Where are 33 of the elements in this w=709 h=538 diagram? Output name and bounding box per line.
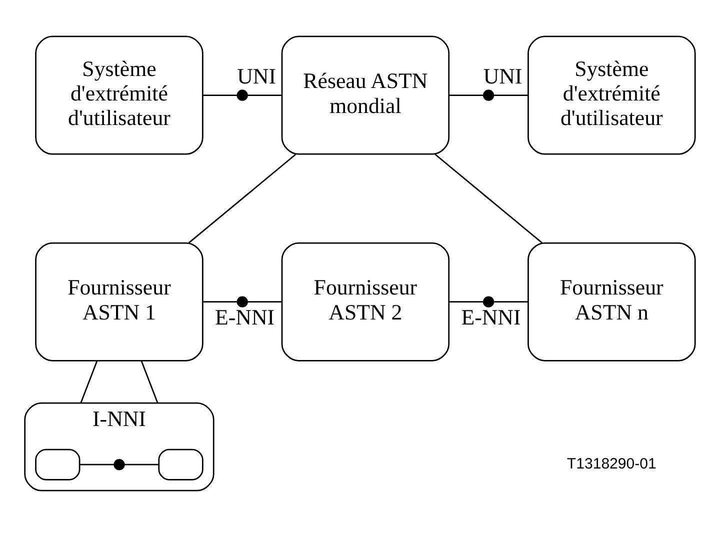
connector <box>449 301 484 303</box>
node-box <box>158 448 204 480</box>
connector <box>80 360 98 404</box>
connector <box>434 154 542 244</box>
node-box: Système d'extrémité d'utilisateur <box>35 36 204 155</box>
connector <box>202 94 238 96</box>
node-box <box>35 448 80 480</box>
connector <box>449 94 484 96</box>
node-box: Fournisseur ASTN 1 <box>35 242 204 362</box>
node-box: Système d'extrémité d'utilisateur <box>528 36 696 155</box>
connector <box>140 360 158 404</box>
connector <box>202 301 238 303</box>
node-box: Fournisseur ASTN 2 <box>281 242 450 362</box>
node-label: UNI <box>483 64 522 88</box>
node-circle <box>114 459 125 470</box>
node-label: UNI <box>237 64 276 88</box>
node-box: Fournisseur ASTN n <box>528 242 696 362</box>
node-circle <box>482 296 494 308</box>
node-circle <box>236 90 248 101</box>
node-circle <box>236 296 248 308</box>
connector <box>124 464 159 466</box>
node-box: Réseau ASTN mondial <box>281 36 450 155</box>
node-label: E-NNI <box>461 305 521 330</box>
cluster: I-NNI <box>24 402 214 492</box>
connector <box>80 464 114 466</box>
label: T1318290-01 <box>566 455 656 472</box>
connector <box>188 154 296 244</box>
connector <box>248 94 282 96</box>
connector <box>494 301 528 303</box>
connector <box>494 94 528 96</box>
node-label: E-NNI <box>215 305 275 330</box>
connector <box>248 301 282 303</box>
node-circle <box>482 90 494 101</box>
